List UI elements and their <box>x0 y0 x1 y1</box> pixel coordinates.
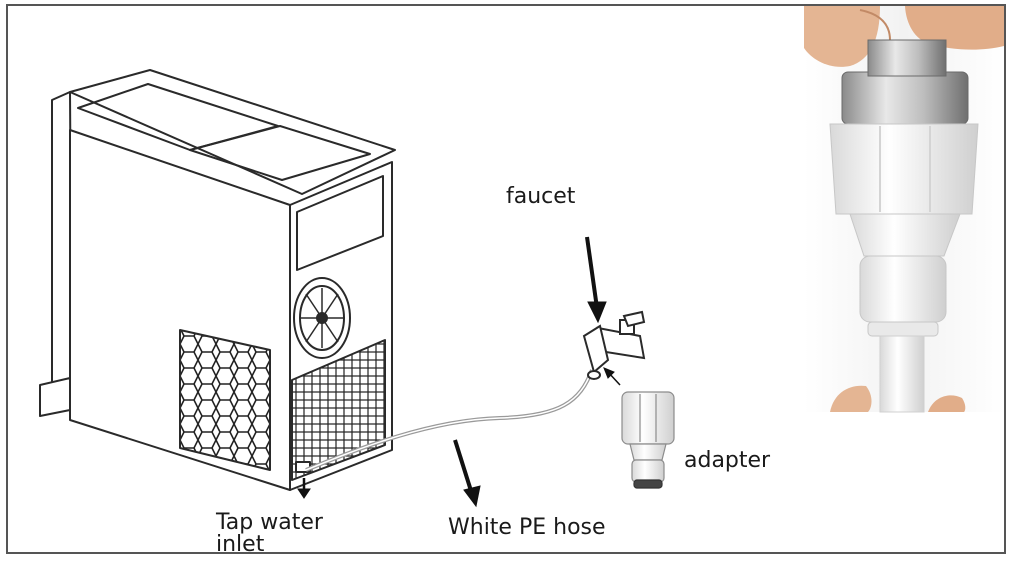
adapter-illustration <box>621 391 675 489</box>
adapter-label: adapter <box>684 448 771 473</box>
ice-maker-illustration <box>39 69 396 491</box>
arrows <box>297 236 621 508</box>
adapter-photo <box>804 6 1004 413</box>
tap-water-inlet-label-line2: inlet <box>216 532 265 557</box>
faucet-label: faucet <box>506 184 576 209</box>
faucet-illustration <box>582 310 646 380</box>
tap-water-inlet-label-line1: Tap water <box>216 510 323 535</box>
pe-hose-label: White PE hose <box>448 515 606 540</box>
